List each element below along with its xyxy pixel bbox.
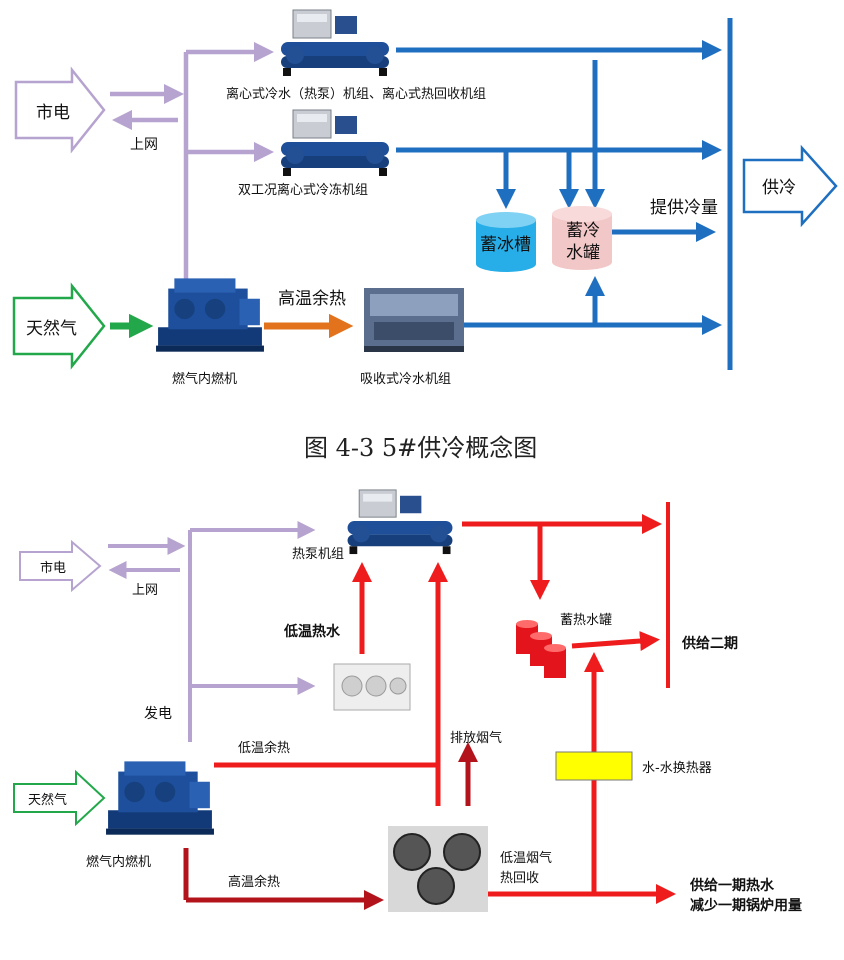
supply-phase1-label-2: 减少一期锅炉用量 <box>690 897 802 914</box>
flue-recovery-label-1: 低温烟气 <box>500 850 552 866</box>
exhaust-lines <box>183 742 478 910</box>
centrifugal-chiller-image <box>280 9 390 77</box>
absorption-chiller-image <box>364 288 464 352</box>
grid-label-1: 市电 <box>36 103 70 123</box>
upload-label-1: 上网 <box>130 137 158 153</box>
cold-tank-label: 蓄冷 水罐 <box>566 221 605 263</box>
exhaust-label: 排放烟气 <box>450 730 502 746</box>
engine-label-2: 燃气内燃机 <box>86 854 151 870</box>
supply-cooling-arrow: 供冷 <box>742 144 838 228</box>
gas-label-2: 天然气 <box>28 792 67 808</box>
power-lines-2 <box>108 521 316 742</box>
supply-cooling-label: 供冷 <box>762 178 796 198</box>
provide-cooling-label: 提供冷量 <box>650 198 718 218</box>
gas-label-1: 天然气 <box>26 319 77 339</box>
supply-phase1-label-1: 供给一期热水 <box>689 877 775 894</box>
dual-mode-chiller-image <box>280 109 390 177</box>
ice-tank-label: 蓄冰槽 <box>480 235 531 255</box>
dual-mode-units-label: 双工况离心式冷冻机组 <box>238 182 368 198</box>
power-gen-label: 发电 <box>144 706 172 722</box>
figure-caption: 图 4-3 5#供冷概念图 <box>304 434 537 462</box>
heating-concept-diagram: 市电 天然气 上网 发电 热泵机组 <box>13 489 802 914</box>
supply-phase2-label: 供给二期 <box>681 635 738 652</box>
high-temp-heat-label-2: 高温余热 <box>228 874 280 890</box>
air-source-unit-image <box>333 663 411 711</box>
absorption-label: 吸收式冷水机组 <box>360 372 451 387</box>
gas-arrow-1: 天然气 <box>12 282 106 370</box>
exchanger-label: 水-水换热器 <box>642 761 712 776</box>
grid-label-2: 市电 <box>40 560 66 576</box>
gas-engine-image-2 <box>106 761 214 835</box>
centrifugal-units-label: 离心式冷水（热泵）机组、离心式热回收机组 <box>226 86 486 102</box>
cooling-lines <box>396 18 733 370</box>
heat-pump-label: 热泵机组 <box>292 547 344 562</box>
upload-label-2: 上网 <box>132 583 158 598</box>
cooling-concept-diagram: 市电 天然气 供冷 上网 离心式冷水（热泵）机组、离心式热回收机组 双工况离心式… <box>12 9 838 387</box>
heat-tank-label: 蓄热水罐 <box>560 613 612 628</box>
heat-storage-tanks <box>516 620 566 678</box>
grid-arrow-2: 市电 <box>19 539 102 593</box>
flue-gas-recovery-image <box>388 826 488 912</box>
water-heat-exchanger <box>555 751 633 781</box>
ice-tank: 蓄冰槽 <box>476 212 536 272</box>
grid-arrow-1: 市电 <box>14 66 106 154</box>
low-temp-water-label: 低温热水 <box>283 623 341 640</box>
heat-pump-image <box>347 489 453 555</box>
high-temp-heat-label-1: 高温余热 <box>278 289 346 309</box>
power-lines-1 <box>110 41 275 284</box>
gas-engine-image-1 <box>156 278 264 352</box>
engine-label-1: 燃气内燃机 <box>172 371 237 387</box>
flue-recovery-label-2: 热回收 <box>500 871 539 886</box>
cold-water-tank: 蓄冷 水罐 <box>552 206 612 270</box>
gas-arrow-2: 天然气 <box>13 769 106 827</box>
low-temp-heat-label: 低温余热 <box>238 740 290 756</box>
